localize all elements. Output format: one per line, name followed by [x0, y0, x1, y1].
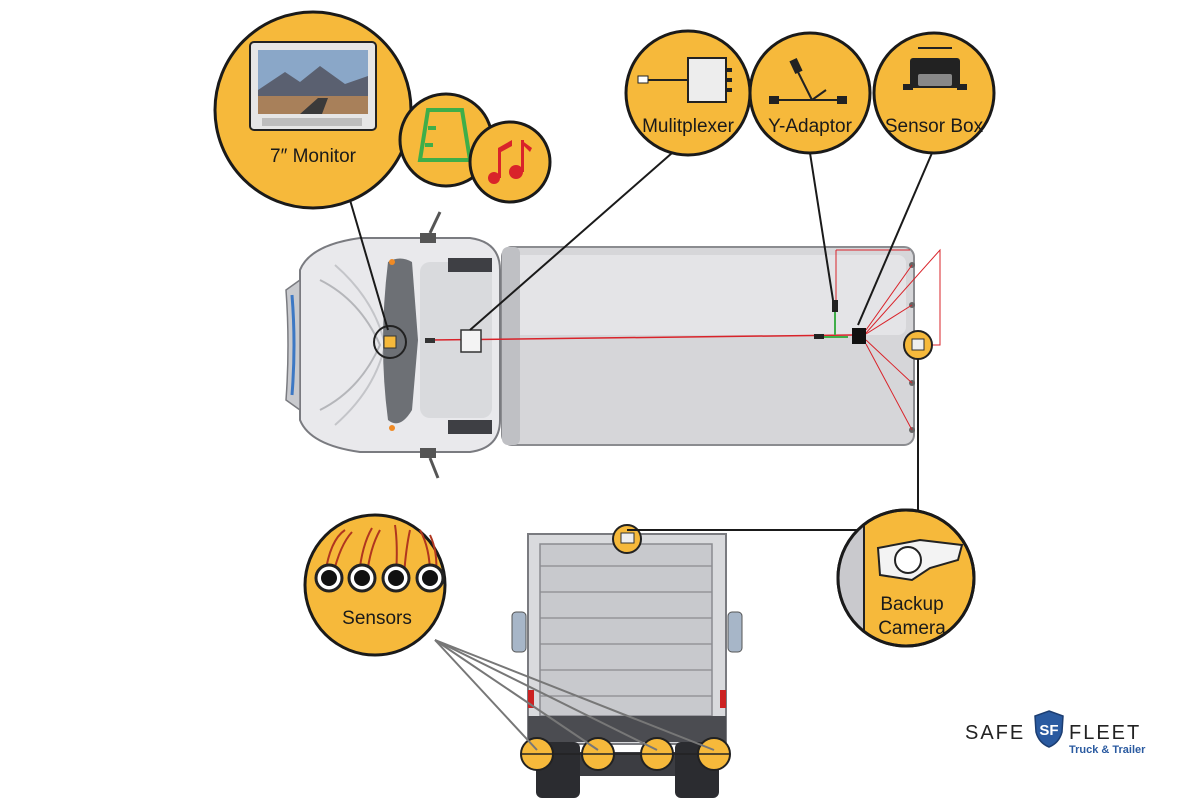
sensor-box-unit: [852, 328, 866, 344]
shield-letters: SF: [1039, 722, 1058, 739]
roll-up-door: [539, 543, 713, 717]
truck-top-view: [285, 211, 915, 479]
y-adaptor-label: Y-Adaptor: [768, 116, 852, 137]
monitor-icon: [249, 41, 377, 131]
callout-multiplexer: Mulitplexer: [624, 29, 752, 157]
wiring-top-view: [373, 248, 941, 431]
multiplexer-icon: [637, 57, 732, 103]
callout-sensors: Sensors: [303, 513, 447, 657]
safe-fleet-shield-logo: SF: [1034, 710, 1064, 748]
sensor-box-label: Sensor Box: [885, 116, 984, 137]
monitor-label: 7″ Monitor: [270, 146, 357, 167]
y-adaptor-icon: [769, 57, 847, 104]
sensors-label: Sensors: [342, 608, 412, 629]
brand-word-fleet: FLEET: [1069, 722, 1142, 744]
windshield: [383, 258, 418, 424]
backup-camera-label-line2: Camera: [878, 618, 946, 639]
brand-word-safe: SAFE: [965, 722, 1026, 744]
callout-backup-camera: Backup Camera: [836, 508, 976, 648]
multiplexer-unit: [460, 329, 482, 353]
sensor-box-icon: [903, 47, 967, 90]
sensor-icon: [314, 524, 445, 593]
callout-y-adaptor: Y-Adaptor: [748, 31, 872, 155]
y-adaptor-unit: [832, 300, 838, 312]
callout-sensor-box: Sensor Box: [872, 31, 996, 155]
backup-camera-label-line1: Backup: [880, 594, 943, 615]
leader-lines: [349, 145, 933, 751]
brand-subtitle: Truck & Trailer: [1069, 744, 1146, 756]
music-notes-icon: [488, 140, 532, 184]
callout-audio: [468, 120, 552, 204]
safe-fleet-brand: SAFE SF FLEET Truck & Trailer: [965, 708, 1150, 756]
truck-rear-view: [511, 524, 743, 798]
callout-monitor: 7″ Monitor: [213, 10, 413, 210]
multiplexer-label: Mulitplexer: [642, 116, 735, 137]
